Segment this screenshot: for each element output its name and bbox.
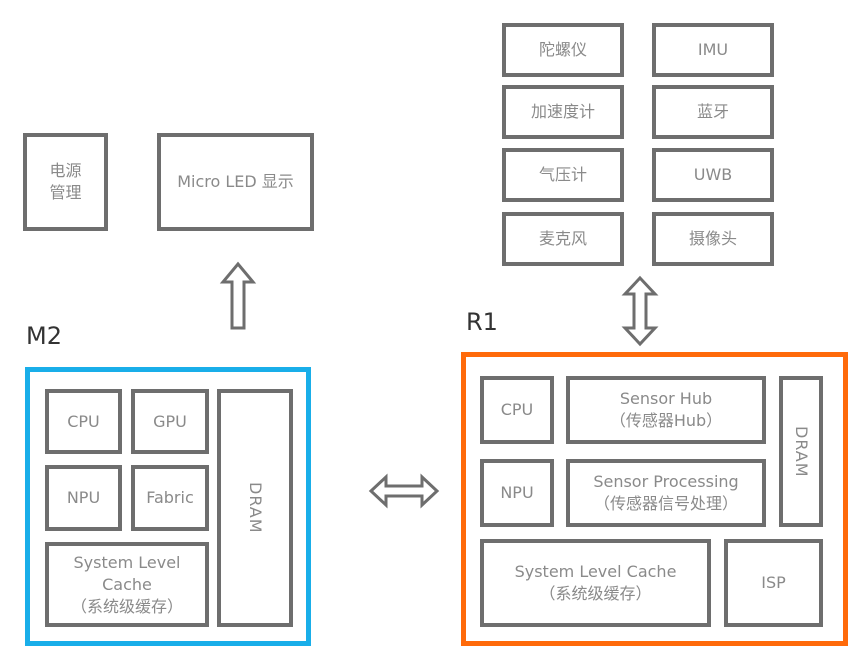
r1-chip-label: R1 <box>466 308 498 336</box>
sensor-accelerometer: 加速度计 <box>502 85 624 139</box>
r1-slc-label-line1: System Level Cache <box>514 562 677 581</box>
m2-fabric-block: Fabric <box>131 465 209 531</box>
up-arrow-icon <box>219 261 257 330</box>
m2-npu-block: NPU <box>45 465 122 531</box>
r1-slc-block: System Level Cache （系统级缓存） <box>480 539 711 627</box>
r1-sensor-processing-label-line1: Sensor Processing <box>593 472 739 491</box>
r1-cpu-label: CPU <box>500 400 534 419</box>
r1-sensor-processing-label-line2: （传感器信号处理） <box>593 494 738 513</box>
sensor-bluetooth: 蓝牙 <box>652 85 774 139</box>
m2-slc-label-line3: （系统级缓存） <box>70 596 183 616</box>
m2-dram-block: DRAM <box>217 389 293 627</box>
micro-led-display-block: Micro LED 显示 <box>157 133 314 231</box>
power-management-block: 电源 管理 <box>23 133 108 231</box>
r1-isp-label: ISP <box>761 573 786 592</box>
m2-dram-label: DRAM <box>246 482 265 534</box>
sensor-label: 摄像头 <box>688 229 737 248</box>
sensor-barometer: 气压计 <box>502 148 624 202</box>
sensor-label: IMU <box>697 40 729 59</box>
r1-cpu-block: CPU <box>480 376 554 444</box>
r1-dram-label: DRAM <box>792 425 811 478</box>
sensor-imu: IMU <box>652 23 774 77</box>
m2-slc-label-line1: System Level <box>73 552 181 572</box>
sensor-label: 麦克风 <box>538 229 587 248</box>
m2-fabric-label: Fabric <box>146 488 194 507</box>
sensor-label: 气压计 <box>538 165 587 184</box>
r1-isp-block: ISP <box>724 539 823 627</box>
power-management-label-line2: 管理 <box>49 183 82 202</box>
m2-npu-label: NPU <box>66 488 101 507</box>
r1-dram-block: DRAM <box>779 376 823 527</box>
sensor-camera: 摄像头 <box>652 212 774 266</box>
r1-npu-label: NPU <box>500 483 534 502</box>
m2-gpu-label: GPU <box>153 411 187 431</box>
m2-slc-label-line2: Cache <box>102 574 152 594</box>
m2-cpu-block: CPU <box>45 389 122 454</box>
m2-cpu-label: CPU <box>67 411 100 431</box>
m2-gpu-block: GPU <box>131 389 209 454</box>
power-management-label-line1: 电源 <box>49 161 82 180</box>
sensor-microphone: 麦克风 <box>502 212 624 266</box>
up-down-arrow-icon <box>621 275 659 347</box>
r1-sensor-hub-label-line1: Sensor Hub <box>619 389 713 408</box>
sensor-label: 蓝牙 <box>696 102 729 121</box>
m2-chip-label: M2 <box>26 322 62 350</box>
sensor-label: 陀螺仪 <box>538 40 587 59</box>
sensor-label: UWB <box>693 165 733 184</box>
r1-sensor-processing-block: Sensor Processing （传感器信号处理） <box>566 459 766 527</box>
r1-slc-label-line2: （系统级缓存） <box>539 584 652 603</box>
r1-npu-block: NPU <box>480 459 554 527</box>
micro-led-display-label: Micro LED 显示 <box>177 172 294 191</box>
sensor-uwb: UWB <box>652 148 774 202</box>
sensor-label: 加速度计 <box>530 102 595 121</box>
left-right-arrow-icon <box>368 473 440 509</box>
r1-sensor-hub-label-line2: （传感器Hub） <box>609 411 723 430</box>
m2-slc-block: System Level Cache （系统级缓存） <box>45 542 209 627</box>
sensor-gyroscope: 陀螺仪 <box>502 23 624 77</box>
r1-sensor-hub-block: Sensor Hub （传感器Hub） <box>566 376 766 444</box>
